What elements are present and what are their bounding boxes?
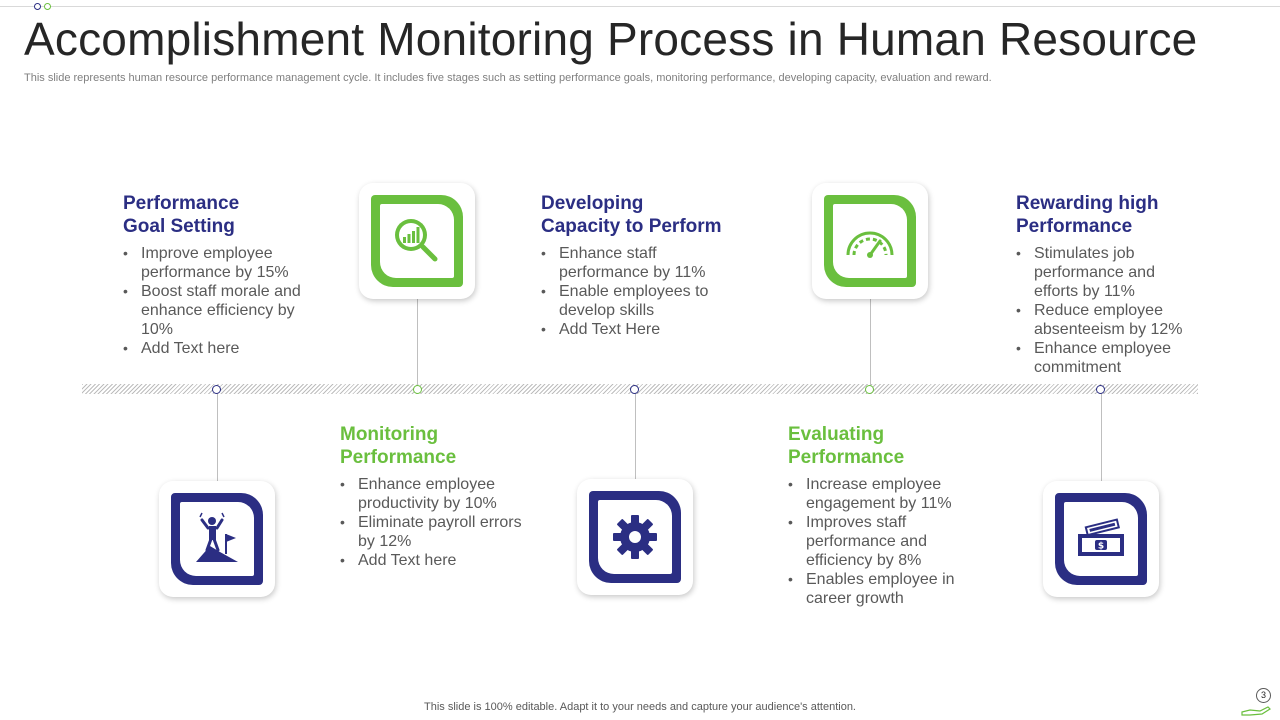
page-title: Accomplishment Monitoring Process in Hum… [24, 13, 1198, 65]
list-item: Reduce employee absenteeism by 12% [1016, 301, 1196, 339]
stage-4-icon-card [812, 183, 928, 299]
speedometer-icon [846, 231, 894, 258]
connector-stage-2 [417, 299, 418, 386]
list-item: Eliminate payroll errors by 12% [340, 513, 525, 551]
page-number: 3 [1256, 688, 1271, 703]
money-cash-icon: $ [1078, 518, 1124, 556]
list-item: Improve employee performance by 15% [123, 244, 313, 282]
list-item: Enhance staff performance by 11% [541, 244, 741, 282]
list-item: Enable employees to develop skills [541, 282, 741, 320]
list-item: Add Text here [340, 551, 525, 570]
list-item: Enhance employee commitment [1016, 339, 1196, 377]
top-rule [0, 6, 1280, 7]
stage-3-bullets: Enhance staff performance by 11% Enable … [541, 244, 741, 339]
stage-5-bullets: Stimulates job performance and efforts b… [1016, 244, 1196, 377]
mountain-climber-flag-icon [196, 512, 238, 562]
gear-icon [613, 515, 657, 559]
list-item: Stimulates job performance and efforts b… [1016, 244, 1196, 301]
timeline-node-2 [413, 385, 422, 394]
stage-1-bullets: Improve employee performance by 15% Boos… [123, 244, 313, 358]
connector-stage-1 [217, 392, 218, 482]
hand-icon [1241, 706, 1271, 716]
list-item: Boost staff morale and enhance efficienc… [123, 282, 313, 339]
stage-2-bullets: Enhance employee productivity by 10% Eli… [340, 475, 525, 570]
list-item: Increase employee engagement by 11% [788, 475, 978, 513]
stage-4-bullets: Increase employee engagement by 11% Impr… [788, 475, 978, 608]
list-item: Enhance employee productivity by 10% [340, 475, 525, 513]
connector-stage-5 [1101, 392, 1102, 482]
list-item: Improves staff performance and efficienc… [788, 513, 978, 570]
timeline-node-5 [1096, 385, 1105, 394]
list-item: Add Text here [123, 339, 313, 358]
magnifier-chart-icon [395, 219, 438, 262]
top-dot-navy [34, 3, 41, 10]
stage-1-icon-card [159, 481, 275, 597]
top-dot-green [44, 3, 51, 10]
timeline-node-1 [212, 385, 221, 394]
connector-stage-3 [635, 392, 636, 480]
timeline-bar [82, 384, 1198, 394]
page-subtitle: This slide represents human resource per… [24, 72, 992, 84]
stage-3-icon-card [577, 479, 693, 595]
list-item: Add Text Here [541, 320, 741, 339]
connector-stage-4 [870, 299, 871, 386]
svg-text:$: $ [1098, 542, 1104, 552]
stage-2-icon-card [359, 183, 475, 299]
list-item: Enables employee in career growth [788, 570, 978, 608]
timeline-node-3 [630, 385, 639, 394]
footer-note: This slide is 100% editable. Adapt it to… [424, 701, 856, 713]
timeline-node-4 [865, 385, 874, 394]
stage-5-icon-card: $ [1043, 481, 1159, 597]
